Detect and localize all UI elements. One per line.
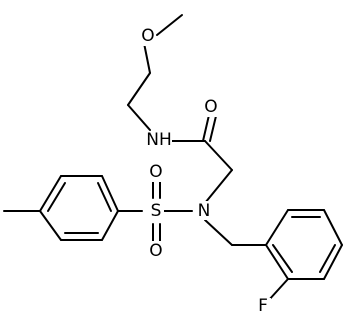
- bond-ch2-nh: [127, 104, 151, 131]
- sulfonamide-nitrogen-label: N: [198, 201, 211, 221]
- fluorophenyl-inner-3: [272, 244, 293, 273]
- tolyl-bond-3: [39, 210, 62, 241]
- bond-o-ch2: [143, 42, 151, 74]
- bond-carbonyl-o-1: [202, 114, 210, 142]
- tolyl-bond-4: [39, 175, 62, 212]
- methoxy-oxygen-label: O: [141, 26, 154, 46]
- tolyl-inner-2: [47, 182, 66, 212]
- fluorophenyl-bond-1: [265, 209, 289, 246]
- fluorophenyl-bond-6: [265, 244, 289, 280]
- bond-ring-f: [267, 278, 289, 302]
- fluorine-label: F: [258, 296, 268, 316]
- fluorophenyl-bond-3: [323, 209, 343, 246]
- bond-methyl-o: [156, 14, 183, 36]
- bond-carbonyl-o-2: [209, 115, 217, 142]
- sulfonyl-oxygen-bottom-label: O: [149, 241, 162, 261]
- fluorophenyl-bond-4: [323, 244, 343, 280]
- amide-nh-label: NH: [146, 130, 172, 150]
- bond-n-ch2-benzyl: [204, 219, 233, 246]
- bond-ch2-n: [204, 169, 233, 204]
- fluorophenyl-inner-2: [319, 244, 336, 273]
- tolyl-bond-6: [101, 175, 119, 212]
- tolyl-inner-3: [97, 182, 112, 212]
- sulfur-label: S: [151, 201, 162, 221]
- sulfonyl-oxygen-top-label: O: [149, 162, 162, 182]
- bond-ch2-ch2: [127, 72, 151, 106]
- bond-carbonyl-ch2: [204, 140, 233, 171]
- carbonyl-oxygen-label: O: [204, 97, 217, 117]
- tolyl-bond-1: [101, 210, 119, 241]
